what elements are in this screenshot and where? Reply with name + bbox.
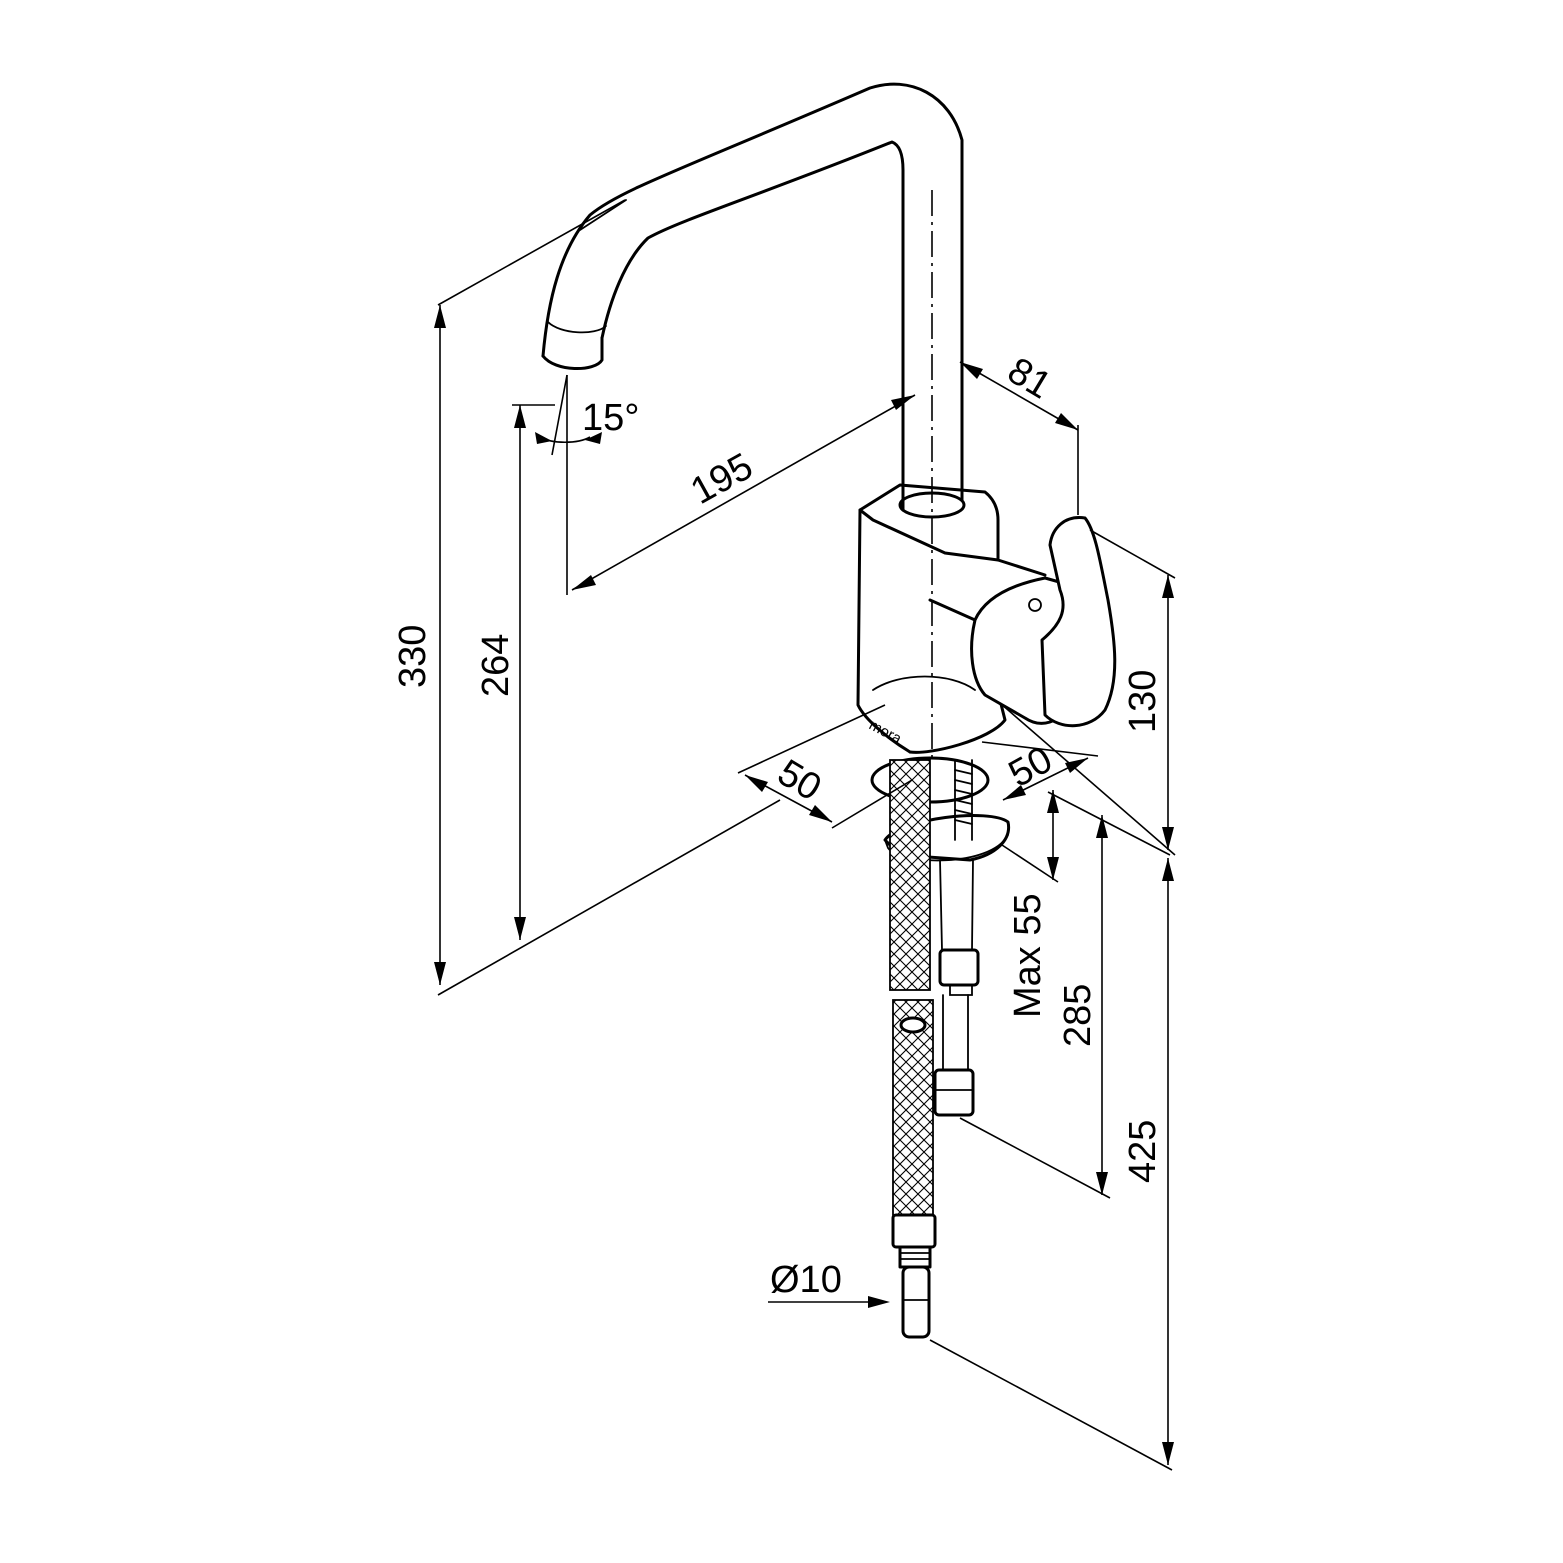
dim-diameter-10: Ø10 xyxy=(770,1259,842,1301)
lever-handle xyxy=(970,516,1117,728)
dim-130: 130 xyxy=(1122,670,1164,733)
dim-max-55: Max 55 xyxy=(1007,893,1049,1018)
dim-264: 264 xyxy=(475,634,517,697)
dim-81: 81 xyxy=(1000,350,1058,408)
dim-425: 425 xyxy=(1122,1120,1164,1183)
dim-330: 330 xyxy=(392,625,434,688)
dim-285: 285 xyxy=(1057,984,1099,1047)
mounting-assembly xyxy=(870,756,1011,1339)
dim-195: 195 xyxy=(684,445,760,512)
braided-hose-upper xyxy=(889,759,931,991)
braided-hose-lower xyxy=(892,999,934,1216)
dimension-lines xyxy=(434,199,1176,1471)
spout xyxy=(541,82,964,512)
dim-15-degree: 15° xyxy=(582,397,639,439)
mixer-body xyxy=(856,483,1047,754)
